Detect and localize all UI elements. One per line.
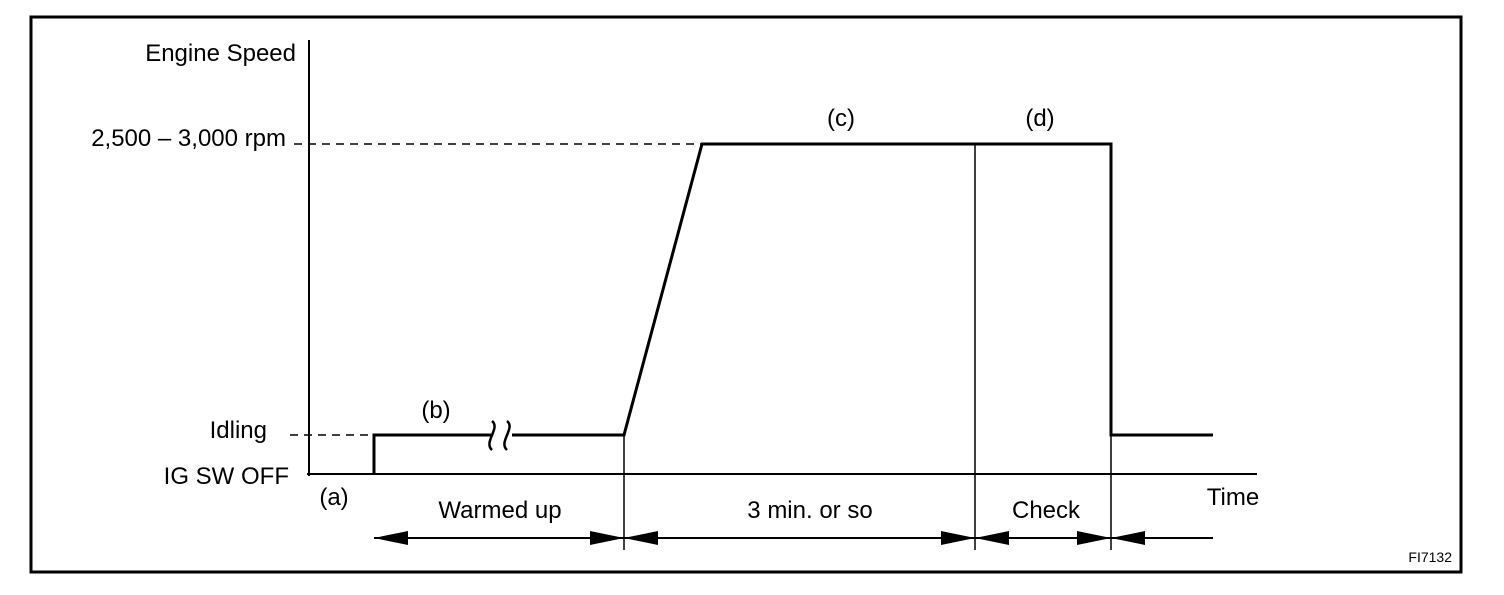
speed-profile-main — [512, 142, 1213, 437]
ig-sw-off-label: IG SW OFF — [164, 463, 289, 490]
arrow-check-right — [1077, 531, 1111, 545]
interval-check-label: Check — [1012, 497, 1081, 524]
high-rpm-label: 2,500 – 3,000 rpm — [91, 125, 286, 152]
break-mark-right — [503, 420, 511, 451]
arrow-warmup-right — [590, 531, 624, 545]
diagram-frame — [29, 15, 1463, 574]
interval-warmed-up-label: Warmed up — [438, 497, 561, 524]
arrow-after-check — [1111, 531, 1145, 545]
y-axis-title: Engine Speed — [145, 40, 296, 67]
arrow-check-left — [975, 531, 1009, 545]
break-mark-left — [488, 420, 496, 451]
phase-b-label: (b) — [421, 397, 450, 424]
phase-c-label: (c) — [827, 105, 855, 132]
idle-label: Idling — [210, 417, 267, 444]
arrow-warmup-left — [374, 531, 408, 545]
phase-d-label: (d) — [1025, 105, 1054, 132]
arrow-3min-right — [941, 531, 975, 545]
x-axis-title: Time — [1207, 484, 1259, 511]
figure-code: FI7132 — [1408, 549, 1452, 565]
interval-3min-label: 3 min. or so — [747, 497, 872, 524]
phase-a-label: (a) — [319, 484, 348, 511]
arrow-3min-left — [624, 531, 658, 545]
speed-profile-warmup-start — [372, 433, 491, 474]
